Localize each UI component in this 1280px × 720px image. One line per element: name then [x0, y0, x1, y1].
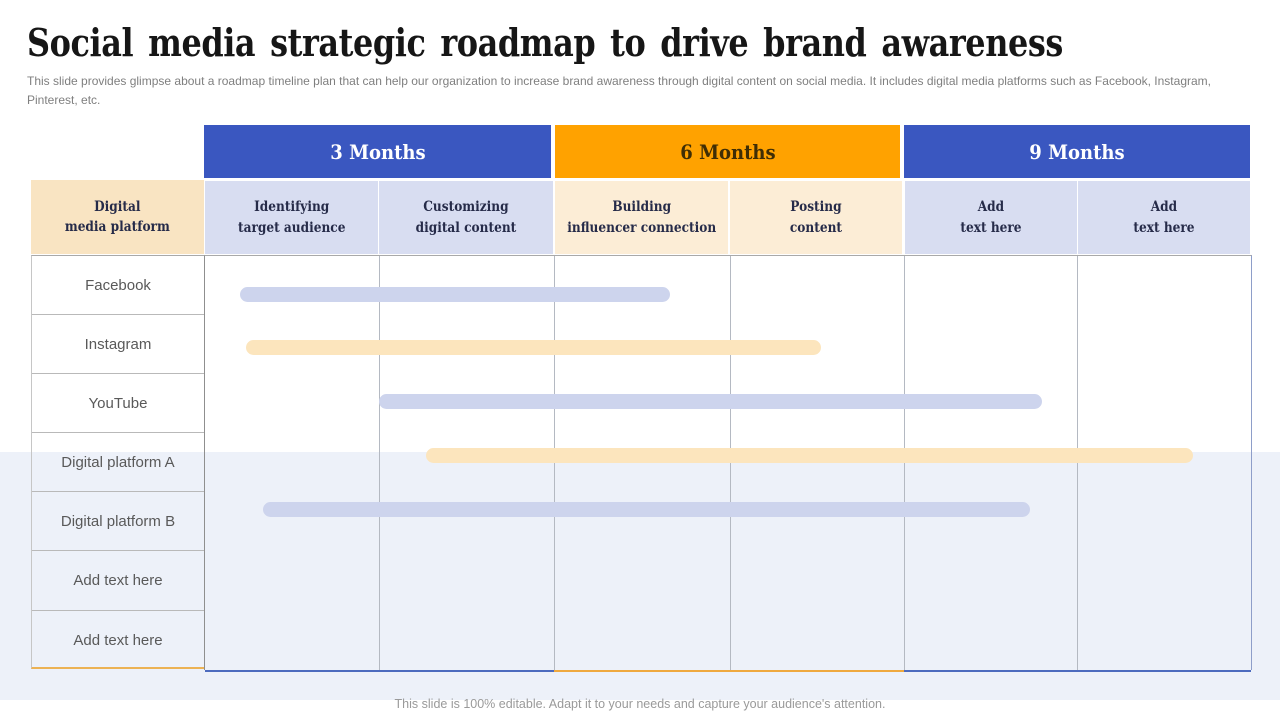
- grid-line: [730, 256, 731, 670]
- gantt-bar-digital-platform-a: [425, 447, 1193, 463]
- month-header-9-label: 9 Months: [1029, 139, 1125, 164]
- month-header-6-label: 6 Months: [679, 139, 776, 164]
- phase-add-text-here-2[interactable]: Add text here: [1078, 181, 1250, 254]
- background-band: [0, 452, 1280, 700]
- grid-bottom-border-blue: [205, 670, 554, 672]
- grid-line: [1077, 256, 1078, 670]
- phase-building-influencer-connection: Building influencer connection: [555, 181, 728, 254]
- row-label-youtube: YouTube: [32, 374, 204, 434]
- row-label-add-text-here-1[interactable]: Add text here: [32, 551, 204, 611]
- grid-bottom-border-orange: [554, 670, 904, 672]
- grid-line: [554, 256, 555, 670]
- row-label-facebook: Facebook: [32, 256, 204, 316]
- corner-header-digital-media-platform: Digital media platform: [31, 180, 204, 254]
- row-label-digital-platform-a: Digital platform A: [32, 433, 204, 493]
- gantt-bar-facebook: [239, 286, 670, 302]
- phase-customizing-digital-content: Customizing digital content: [379, 181, 553, 254]
- row-label-instagram: Instagram: [32, 315, 204, 375]
- phase-label: Identifying target audience: [237, 199, 346, 236]
- phase-label: Posting content: [789, 199, 843, 236]
- footer-note: This slide is 100% editable. Adapt it to…: [394, 697, 886, 711]
- phase-label: Add text here: [1133, 199, 1195, 236]
- phase-label: Customizing digital content: [415, 199, 517, 236]
- month-header-3-label: 3 Months: [329, 139, 426, 164]
- phase-label: Building influencer connection: [567, 199, 716, 236]
- grid-bottom-border-blue: [904, 670, 1251, 672]
- corner-header-label: Digital media platform: [65, 198, 170, 235]
- phase-identifying-target-audience: Identifying target audience: [205, 181, 378, 254]
- phase-label: Add text here: [960, 199, 1022, 236]
- phase-add-text-here-1[interactable]: Add text here: [905, 181, 1077, 254]
- row-label-digital-platform-b: Digital platform B: [32, 492, 204, 552]
- month-header-3: 3 Months: [204, 125, 551, 178]
- platform-label-column: Facebook Instagram YouTube Digital platf…: [31, 255, 204, 669]
- row-label-add-text-here-2[interactable]: Add text here: [73, 631, 163, 649]
- gantt-grid: [204, 255, 1252, 672]
- month-header-9: 9 Months: [904, 125, 1250, 178]
- gantt-bar-digital-platform-b: [263, 501, 1031, 517]
- slide-subtitle: This slide provides glimpse about a road…: [27, 74, 1211, 107]
- slide-title: Social media strategic roadmap to drive …: [27, 20, 1063, 65]
- gantt-bar-instagram: [245, 340, 821, 356]
- grid-line: [904, 256, 905, 670]
- phase-posting-content: Posting content: [730, 181, 902, 254]
- month-header-6: 6 Months: [555, 125, 900, 178]
- grid-line: [379, 256, 380, 670]
- gantt-bar-youtube: [379, 394, 1042, 409]
